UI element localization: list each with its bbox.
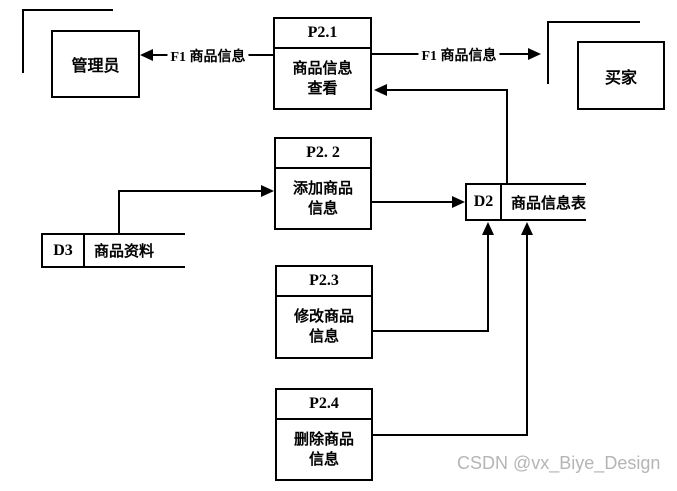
process-p22-name-line1: 添加商品 <box>292 180 353 197</box>
process-p24-name-line2: 信息 <box>308 451 339 468</box>
admin-entity-corner-mark <box>22 9 113 73</box>
store-d3-id: D3 <box>43 235 85 266</box>
process-p21-id: P2.1 <box>275 19 370 49</box>
flow-p23-to-d2-vline <box>487 234 489 332</box>
flow-p24-to-d2-vline <box>526 234 528 436</box>
flow-p22-to-d2-arrowhead <box>452 196 465 208</box>
process-p23-name-line2: 信息 <box>308 329 339 345</box>
store-d3: D3 商品资料 <box>41 233 185 268</box>
flow-p21-to-buyer-label: F1 商品信息 <box>418 45 500 65</box>
process-p21-name-line2: 查看 <box>307 80 338 97</box>
buyer-entity: 买家 <box>577 41 665 110</box>
flow-p24-to-d2-arrowhead <box>521 222 533 235</box>
process-p23-id: P2.3 <box>277 267 371 297</box>
admin-entity-label: 管理员 <box>71 58 120 75</box>
flow-d2-to-p21-arrowhead <box>374 84 387 96</box>
flow-d3-to-p22-vline <box>118 191 120 233</box>
process-p21-name-line1: 商品信息 <box>292 60 353 77</box>
process-p22: P2. 2 添加商品 信息 <box>274 137 372 230</box>
process-p21: P2.1 商品信息 查看 <box>273 17 372 110</box>
store-d2: D2 商品信息表 <box>465 183 586 221</box>
process-p23-name: 修改商品 信息 <box>277 297 371 357</box>
flow-d2-to-p21-vline <box>506 90 508 183</box>
process-p24-name-line1: 删除商品 <box>293 431 354 448</box>
flow-p23-to-d2-arrowhead <box>482 222 494 235</box>
process-p23-name-line1: 修改商品 <box>293 309 354 325</box>
flow-d3-to-p22-hline <box>118 190 262 192</box>
store-d3-label: 商品资料 <box>94 244 155 260</box>
store-d2-label: 商品信息表 <box>511 195 587 212</box>
buyer-entity-label: 买家 <box>604 69 637 87</box>
process-p24-id: P2.4 <box>277 390 371 420</box>
flow-p21-to-admin-label: F1 商品信息 <box>167 46 249 66</box>
flow-p21-to-admin-arrowhead <box>140 49 153 61</box>
flow-d2-to-p21-hline <box>386 89 508 91</box>
process-p22-name: 添加商品 信息 <box>276 169 370 228</box>
flow-p21-to-buyer-arrowhead <box>528 48 541 60</box>
flow-p22-to-d2-line <box>372 201 452 203</box>
process-p24-name: 删除商品 信息 <box>277 420 371 479</box>
process-p21-name: 商品信息 查看 <box>275 49 370 108</box>
buyer-entity-corner-mark <box>547 21 640 84</box>
process-p24: P2.4 删除商品 信息 <box>275 388 373 481</box>
process-p23: P2.3 修改商品 信息 <box>275 265 373 359</box>
admin-entity: 管理员 <box>51 30 140 98</box>
process-p22-id: P2. 2 <box>276 139 370 169</box>
flow-d3-to-p22-arrowhead <box>261 185 274 197</box>
flow-p23-to-d2-hline <box>373 330 489 332</box>
csdn-watermark: CSDN @vx_Biye_Design <box>457 453 661 473</box>
process-p22-name-line2: 信息 <box>307 200 338 217</box>
flow-p24-to-d2-hline <box>373 434 528 436</box>
store-d2-id: D2 <box>467 185 502 219</box>
